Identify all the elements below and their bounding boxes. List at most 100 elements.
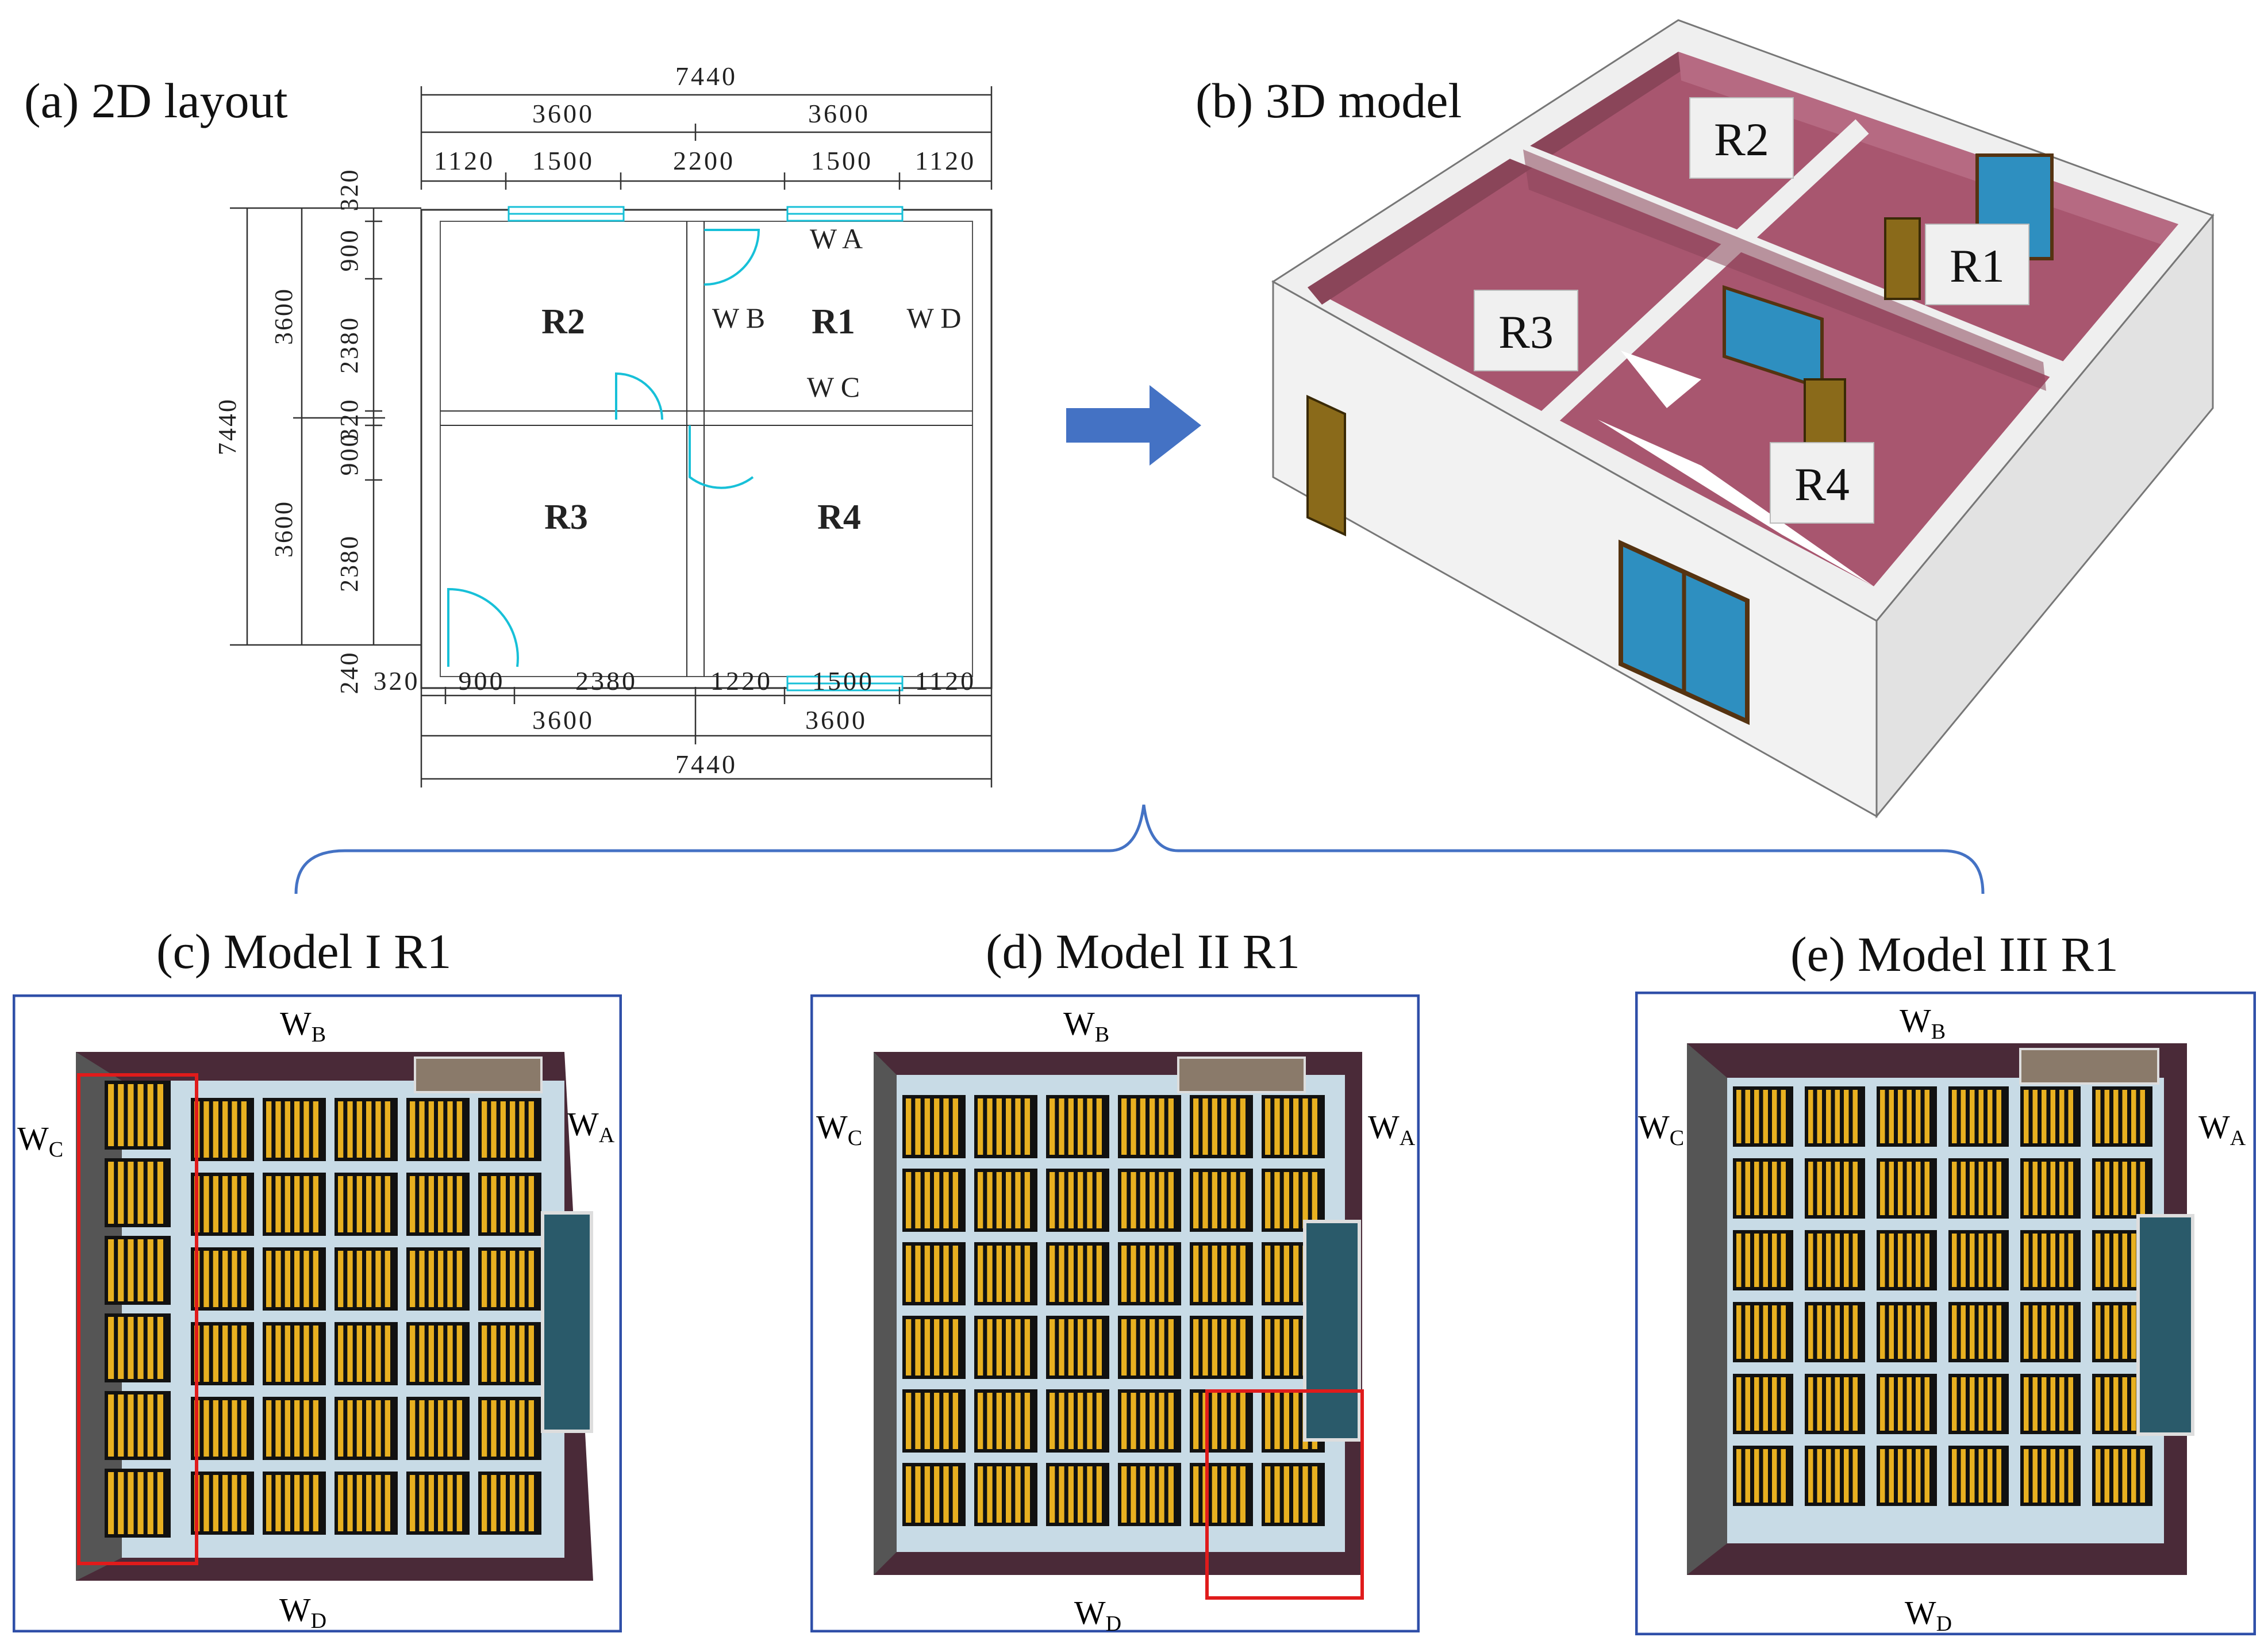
plan-walls [420,209,993,689]
dim-bottom-seg4: 1500 [812,666,874,696]
radiator-d [974,1169,1037,1232]
plan-room-r2: R2 [541,302,585,341]
radiator-c [406,1173,470,1236]
radiator-d [1046,1095,1109,1158]
radiator-d [1046,1463,1109,1526]
radiator-c [191,1322,254,1385]
radiator-d [902,1242,966,1305]
radiator-e [1948,1230,2009,1290]
model-room-r1: R1 [1950,240,2005,292]
radiator-d [1046,1242,1109,1305]
radiator-e [1733,1446,1793,1506]
radiator-e [2020,1446,2081,1506]
radiator-e [2020,1086,2081,1147]
dim-bottom-total: 7440 [675,750,737,779]
radiator-e [1877,1374,1937,1434]
radiator-c [335,1472,398,1535]
panel1-wc: WC [17,1120,63,1162]
panel2-wd: WD [1074,1594,1121,1632]
radiator-c [335,1173,398,1236]
panel-model-3-figure: WB WC WA WD [1635,991,2257,1636]
caption-model-2: (d) Model II R1 [986,924,1300,979]
dim-top-total: 7440 [675,62,737,91]
caption-model-3: (e) Model III R1 [1790,927,2119,982]
radiator-c [406,1322,470,1385]
radiator-e [1805,1230,1865,1290]
radiator-c [105,1081,171,1150]
caption-2d-layout: (a) 2D layout [24,73,288,128]
panel-model-1: WB WC WA WD [12,994,622,1633]
radiator-e [1877,1230,1937,1290]
radiator-c [478,1173,541,1236]
panel3-wc: WC [1638,1108,1684,1150]
dim-top-half-right: 3600 [808,99,870,128]
radiator-e [2092,1446,2152,1506]
dim-top-seg2: 1500 [532,146,594,175]
floor-plan-2d: R2 R1 R3 R4 W A W B W D W C [213,62,993,787]
dim-left-bottom-seg: 2380 [335,535,363,592]
panel3-wa: WA [2198,1108,2246,1150]
radiator-c [335,1322,398,1385]
radiator-e [1948,1374,2009,1434]
radiator-e [1948,1086,2009,1147]
radiator-c [478,1098,541,1161]
radiator-d [902,1463,966,1526]
radiator-c [105,1313,171,1382]
radiator-d [1190,1463,1253,1526]
radiator-d [902,1095,966,1158]
plan-room-r1: R1 [812,302,855,341]
radiator-e [1877,1086,1937,1147]
dim-left-half-top: 3600 [270,287,298,345]
house-3d-model: R2 R1 R3 R4 [1271,19,2215,819]
panel-model-2-figure: WB WC WA WD [810,994,1420,1636]
panel3-wb: WB [1900,1002,1946,1044]
plan-room-r4: R4 [817,498,861,537]
radiator-e [2092,1086,2152,1147]
dim-bottom-half-left: 3600 [532,705,594,735]
radiator-e [1805,1374,1865,1434]
radiator-c [335,1098,398,1161]
radiator-e [1805,1158,1865,1219]
radiator-c [263,1322,326,1385]
radiator-e [1805,1446,1865,1506]
radiator-e [1733,1086,1793,1147]
radiator-d [1118,1242,1181,1305]
radiator-d [974,1463,1037,1526]
radiator-e [2020,1158,2081,1219]
radiator-d [974,1316,1037,1379]
radiator-e [1948,1446,2009,1506]
radiator-d [1046,1389,1109,1453]
plan-wall-wc: W C [807,371,860,403]
radiator-e [2020,1374,2081,1434]
radiator-e [2092,1158,2152,1219]
dim-bottom-corner: 320 [374,666,420,696]
panel1-wa: WA [567,1105,615,1147]
radiator-e [1733,1374,1793,1434]
radiator-d [902,1389,966,1453]
dim-left-mid-door: 900 [335,433,363,476]
radiator-d [974,1242,1037,1305]
radiator-e [1877,1158,1937,1219]
plan-wall-wa: W A [810,222,863,255]
radiator-c [478,1472,541,1535]
radiator-c [406,1397,470,1460]
radiator-c [191,1098,254,1161]
panel3-wd: WD [1905,1594,1952,1635]
radiator-d [902,1169,966,1232]
radiator-d [1190,1316,1253,1379]
dim-top-half-left: 3600 [532,99,594,128]
radiator-c [191,1472,254,1535]
panel1-wd: WD [279,1591,326,1632]
dim-bottom-seg5: 1120 [915,666,976,696]
radiator-d [1118,1463,1181,1526]
radiator-e [1948,1158,2009,1219]
dim-top-seg1: 1120 [434,146,495,175]
dim-left-top-door: 900 [335,229,363,272]
caption-3d-model: (b) 3D model [1195,73,1462,128]
radiator-c [478,1247,541,1311]
radiator-c [263,1173,326,1236]
panel2-wa: WA [1368,1108,1416,1150]
panel2-wb: WB [1063,1005,1109,1047]
radiator-e [1805,1086,1865,1147]
radiator-e [1805,1302,1865,1362]
